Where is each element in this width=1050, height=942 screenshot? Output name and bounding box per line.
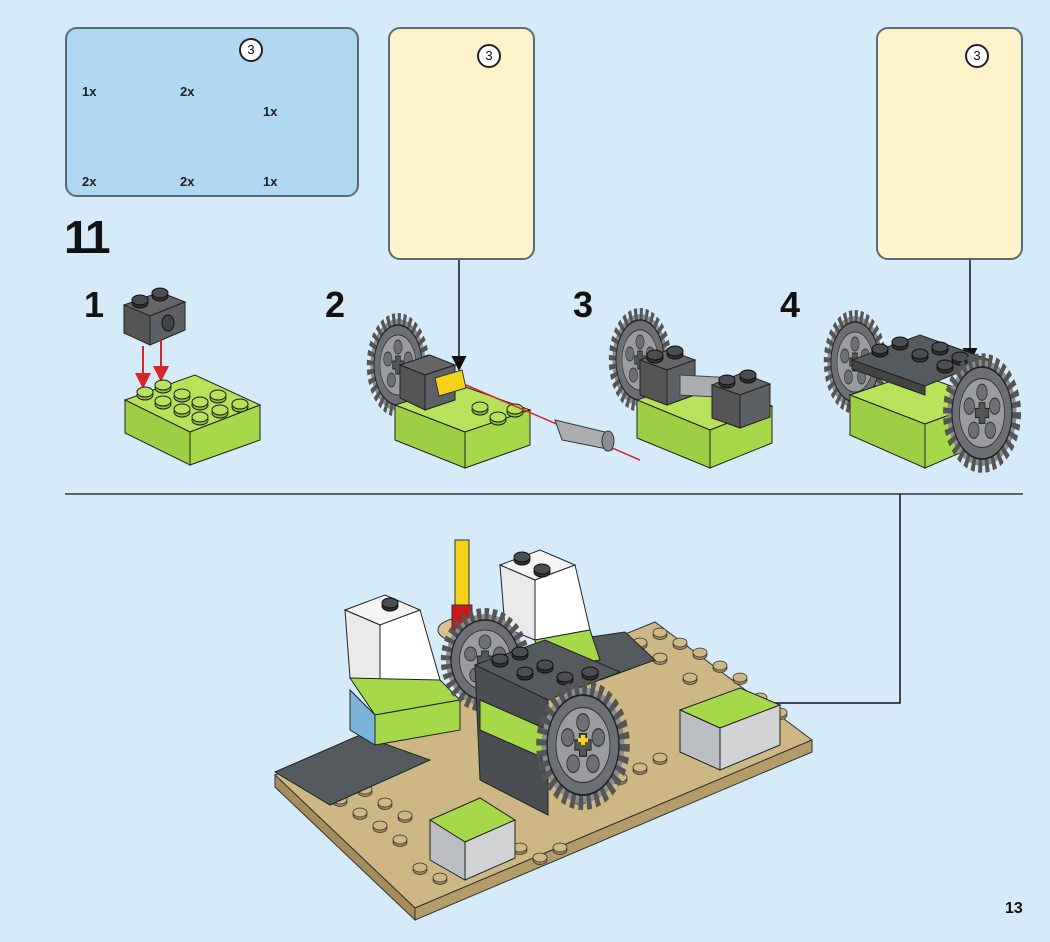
final-assembly-illustration (273, 539, 813, 922)
substep-2-label: 2 (325, 284, 346, 325)
qty-yellow-axle: 2x (180, 84, 195, 99)
substep-1-illustration (122, 287, 262, 466)
substep-2-illustration (370, 319, 641, 469)
qty-axle-connector: 1x (82, 84, 97, 99)
qty-lime-brick: 1x (263, 104, 278, 119)
substep-3-label: 3 (573, 284, 594, 325)
qty-dark-plate: 1x (263, 174, 278, 189)
callout-box-1: 3 (388, 27, 535, 260)
callout-box-2: 3 (876, 27, 1023, 260)
page-number: 13 (1005, 900, 1023, 917)
callout-1-badge: 3 (477, 44, 501, 68)
step-number: 11 (64, 211, 111, 263)
substep-3-illustration (612, 314, 774, 469)
qty-technic-brick: 2x (180, 174, 195, 189)
substep-4-illustration (827, 316, 1016, 468)
qty-gear-wheel: 2x (82, 174, 97, 189)
substep-4-label: 4 (780, 284, 801, 325)
parts-list-box: 1x 2x 3 1x 2x 2x 1x (65, 27, 359, 197)
callout-2-badge: 3 (965, 44, 989, 68)
substep-1-label: 1 (84, 284, 105, 325)
axle-length-badge: 3 (239, 38, 263, 62)
